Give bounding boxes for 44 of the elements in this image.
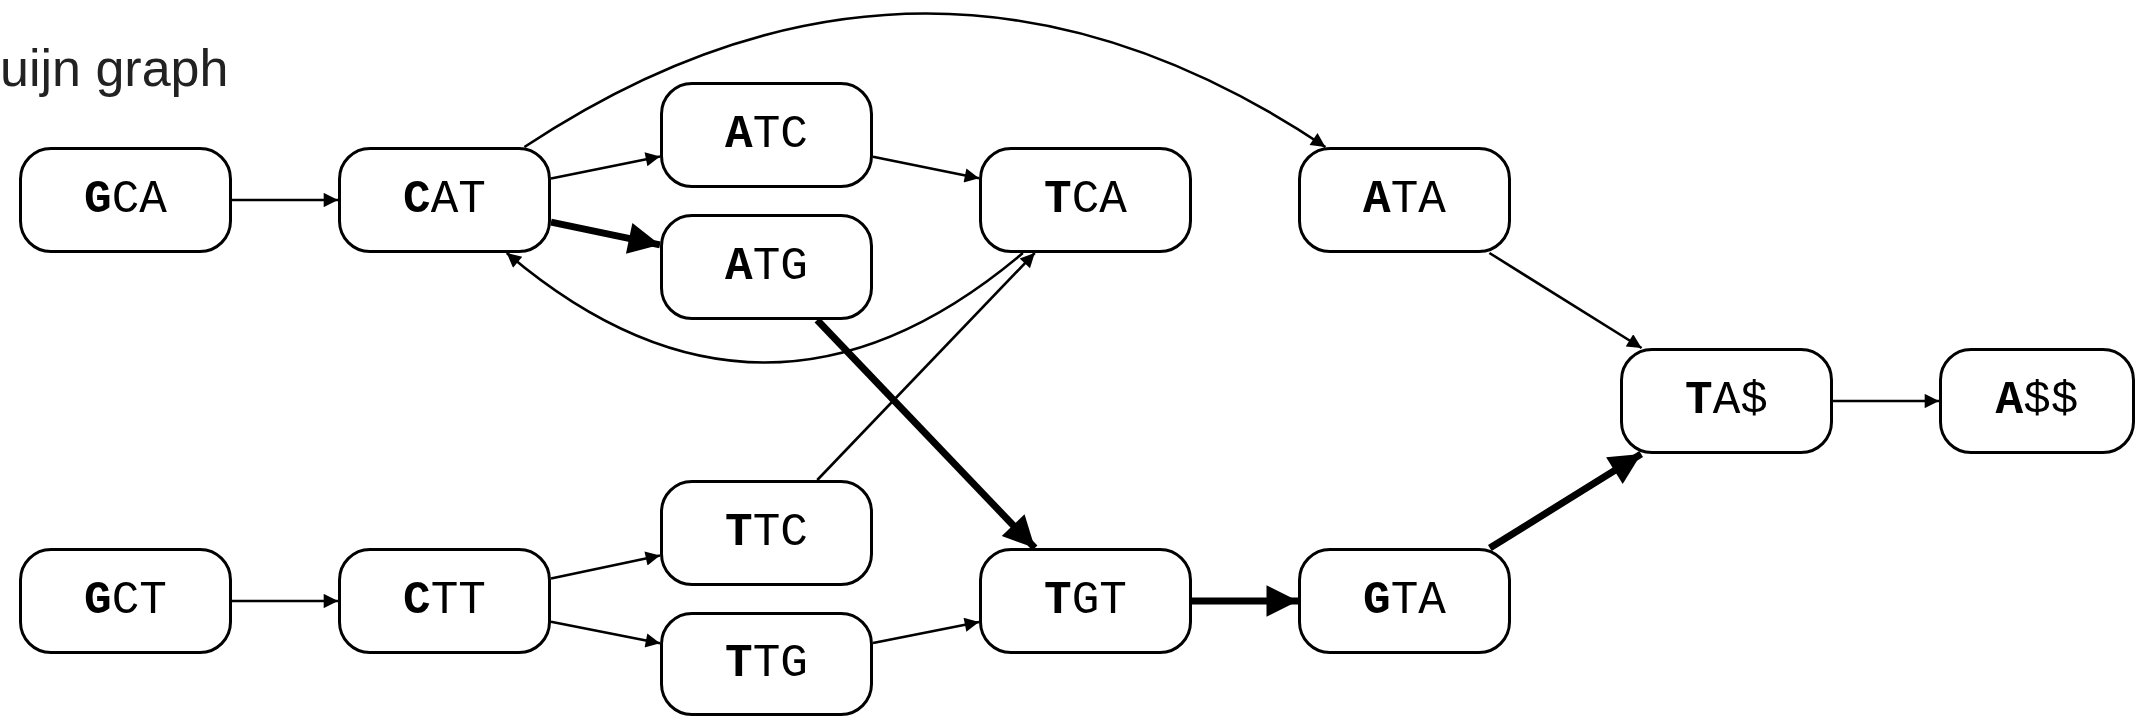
node-label: CTT xyxy=(403,575,486,627)
node-label: ATG xyxy=(725,241,808,293)
arrow xyxy=(872,617,980,645)
arrow xyxy=(816,252,1036,481)
node-label: TGT xyxy=(1044,575,1127,627)
arrow xyxy=(1487,451,1644,551)
node-label: GCT xyxy=(84,575,167,627)
node-box xyxy=(660,214,873,320)
arrow xyxy=(523,12,1327,149)
node-box xyxy=(338,548,551,654)
arrow xyxy=(232,192,338,208)
node-box xyxy=(660,480,873,586)
node-label: ATC xyxy=(725,109,808,161)
arrow xyxy=(1488,251,1643,350)
node-box xyxy=(19,548,232,654)
node-label: ATA xyxy=(1363,174,1446,226)
node-box xyxy=(1620,348,1833,454)
node-box xyxy=(979,147,1192,253)
node-box xyxy=(1298,548,1511,654)
node-label: CAT xyxy=(403,174,486,226)
arrow xyxy=(1192,585,1298,617)
node-label: TTG xyxy=(725,638,808,690)
arrow xyxy=(872,155,980,183)
node-box xyxy=(338,147,551,253)
node-label: TTC xyxy=(725,507,808,559)
title: uijn graph xyxy=(0,38,229,98)
node-label: GTA xyxy=(1363,575,1446,627)
node-label: GCA xyxy=(84,174,167,226)
arrow xyxy=(232,593,338,609)
arrow xyxy=(550,551,661,580)
node-box xyxy=(660,612,873,716)
node-box xyxy=(1298,147,1511,253)
arrow xyxy=(505,251,1024,364)
node-box xyxy=(979,548,1192,654)
node-box xyxy=(1939,348,2135,454)
node-label: TCA xyxy=(1044,174,1127,226)
arrow xyxy=(550,620,661,648)
node-box xyxy=(660,82,873,188)
arrow xyxy=(550,218,661,254)
node-label: A$$ xyxy=(1995,375,2079,427)
node-label: TA$ xyxy=(1685,375,1768,427)
arrow xyxy=(550,152,661,180)
arrow xyxy=(1833,393,1939,409)
node-box xyxy=(19,147,232,253)
